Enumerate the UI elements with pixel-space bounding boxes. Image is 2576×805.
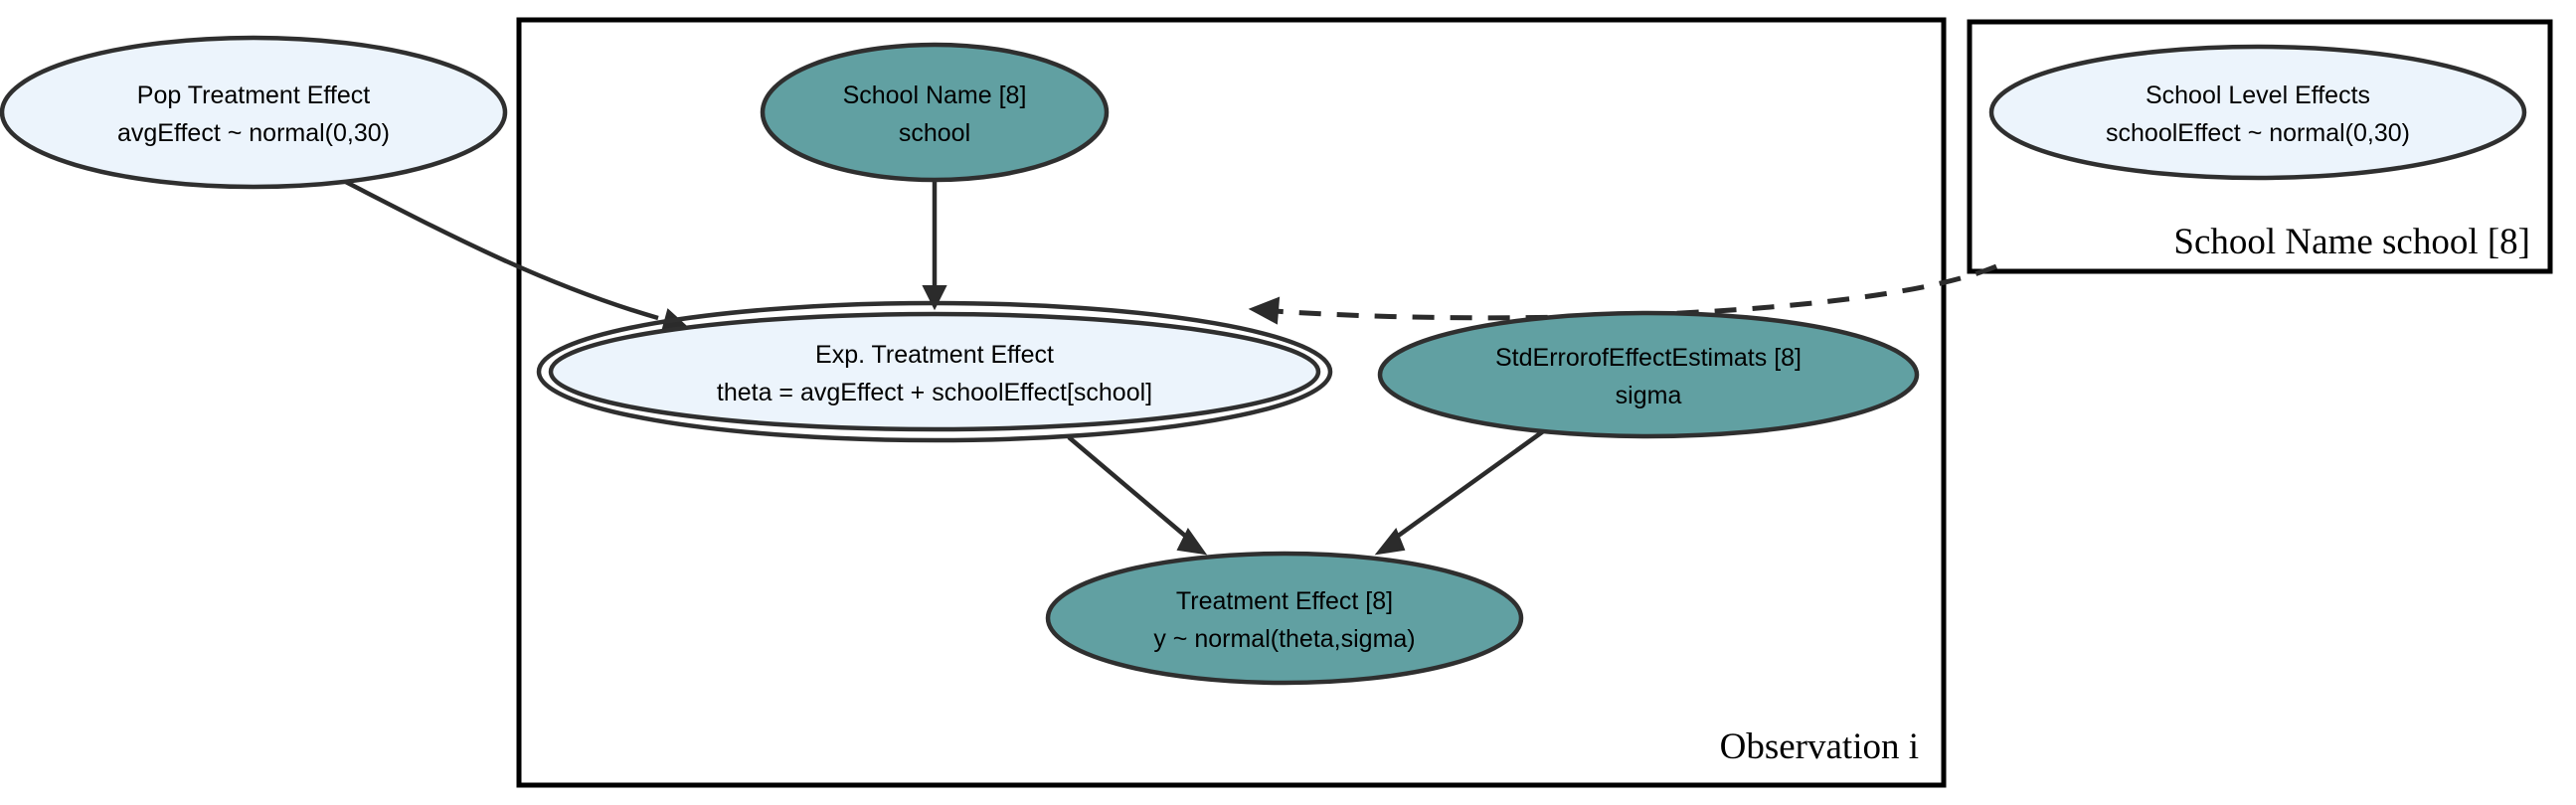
node-school-name-line1: School Name [8] xyxy=(843,81,1027,109)
node-exp-treatment-effect-line1: Exp. Treatment Effect xyxy=(815,341,1054,369)
cluster-school-name-label: School Name school [8] xyxy=(2173,222,2530,262)
node-treatment-effect-shape[interactable] xyxy=(1045,551,1524,686)
node-std-error-of-effect-estimates-shape[interactable] xyxy=(1377,310,1920,439)
edge-school-to-theta-arrowhead xyxy=(922,285,947,311)
node-exp-treatment-effect-outer-shape[interactable] xyxy=(536,300,1333,443)
edge-school-to-theta xyxy=(922,181,947,311)
edge-theta-to-y xyxy=(1067,435,1208,556)
node-school-level-effects[interactable]: School Level Effects schoolEffect ~ norm… xyxy=(1988,44,2527,181)
node-pop-treatment-effect[interactable]: Pop Treatment Effect avgEffect ~ normal(… xyxy=(0,35,508,190)
node-school-level-effects-line2: schoolEffect ~ normal(0,30) xyxy=(2106,119,2410,147)
node-exp-treatment-effect[interactable]: Exp. Treatment Effect theta = avgEffect … xyxy=(536,300,1333,443)
node-exp-treatment-effect-line2: theta = avgEffect + schoolEffect[school] xyxy=(717,379,1152,406)
node-treatment-effect-line2: y ~ normal(theta,sigma) xyxy=(1153,625,1415,653)
edge-sigma-to-y xyxy=(1374,427,1548,556)
node-pop-treatment-effect-line2: avgEffect ~ normal(0,30) xyxy=(117,119,390,147)
node-school-name[interactable]: School Name [8] school xyxy=(760,42,1110,183)
node-std-error-of-effect-estimates[interactable]: StdErrorofEffectEstimats [8] sigma xyxy=(1377,310,1920,439)
node-pop-treatment-effect-line1: Pop Treatment Effect xyxy=(137,81,370,109)
cluster-observation-label: Observation i xyxy=(1720,726,1919,767)
node-school-name-shape[interactable] xyxy=(760,42,1110,183)
edge-schooleffect-to-theta-arrowhead xyxy=(1248,296,1281,325)
node-school-name-line2: school xyxy=(899,119,970,147)
node-treatment-effect-line1: Treatment Effect [8] xyxy=(1176,587,1393,615)
node-std-error-of-effect-estimates-line1: StdErrorofEffectEstimats [8] xyxy=(1495,344,1802,372)
node-school-level-effects-line1: School Level Effects xyxy=(2146,81,2370,109)
node-school-level-effects-shape[interactable] xyxy=(1988,44,2527,181)
edge-theta-to-y-arrowhead xyxy=(1176,528,1208,556)
node-treatment-effect[interactable]: Treatment Effect [8] y ~ normal(theta,si… xyxy=(1045,551,1524,686)
node-std-error-of-effect-estimates-line2: sigma xyxy=(1616,382,1682,409)
node-exp-treatment-effect-shape[interactable] xyxy=(548,311,1321,432)
edge-sigma-to-y-arrowhead xyxy=(1374,528,1406,556)
node-pop-treatment-effect-shape[interactable] xyxy=(0,35,508,190)
